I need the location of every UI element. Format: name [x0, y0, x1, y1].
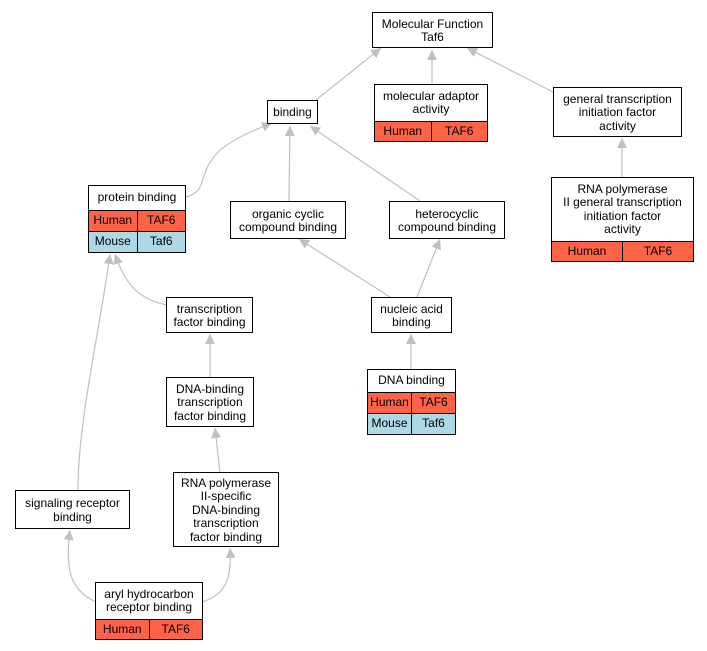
go-term-rna-pol-ii-general-transcription-initiation-factor-activity[interactable]: RNA polymerase II general transcription …: [551, 177, 694, 262]
gene-cell: Taf6: [411, 414, 455, 434]
go-term-label: binding: [273, 105, 312, 120]
go-term-heterocyclic-compound-binding[interactable]: heterocyclic compound binding: [389, 201, 505, 239]
go-term-signaling-receptor-binding[interactable]: signaling receptor binding: [15, 490, 130, 529]
annotation-row-human: Human TAF6: [552, 241, 693, 261]
edge-organic-cyclic-to-binding: [284, 125, 295, 202]
go-term-label: general transcription initiation factor …: [563, 91, 672, 133]
go-term-transcription-factor-binding[interactable]: transcription factor binding: [166, 297, 253, 333]
go-term-label: organic cyclic compound binding: [238, 206, 338, 234]
species-cell: Human: [102, 621, 142, 636]
go-term-label: signaling receptor binding: [25, 496, 120, 524]
edge-binding-to-molecular-function: [315, 47, 382, 101]
edge-nucleic-acid-to-heterocyclic: [416, 238, 441, 298]
species-cell: Human: [93, 213, 133, 228]
species-cell: Mouse: [94, 234, 131, 249]
go-term-label: protein binding: [97, 190, 177, 205]
species-cell: Human: [383, 123, 423, 138]
annotation-row-human: Human TAF6: [96, 619, 202, 639]
go-term-dna-binding-transcription-factor-binding[interactable]: DNA-binding transcription factor binding: [166, 377, 254, 427]
species-cell: Human: [567, 243, 607, 258]
gene-cell: TAF6: [430, 122, 488, 141]
go-term-label: aryl hydrocarbon receptor binding: [104, 586, 194, 614]
annotation-row-mouse: Mouse Taf6: [89, 231, 185, 252]
go-term-label: RNA polymerase II-specific DNA-binding t…: [180, 475, 272, 544]
go-term-label: DNA-binding transcription factor binding: [173, 381, 247, 423]
edge-general-tf-to-molecular-function: [466, 47, 556, 94]
go-term-label: heterocyclic compound binding: [397, 206, 497, 234]
gene-cell: TAF6: [411, 393, 455, 413]
go-term-binding[interactable]: binding: [267, 100, 318, 124]
gene-cell: TAF6: [136, 211, 186, 231]
species-cell: Mouse: [371, 416, 408, 431]
go-term-nucleic-acid-binding[interactable]: nucleic acid binding: [371, 297, 452, 333]
go-term-label: DNA binding: [378, 373, 445, 388]
gene-cell: Taf6: [136, 232, 186, 252]
go-term-molecular-function[interactable]: Molecular Function Taf6: [372, 12, 493, 48]
edge-signaling-receptor-to-protein-binding: [77, 253, 114, 491]
go-term-label: RNA polymerase II general transcription …: [563, 181, 682, 236]
edge-aryl-to-rnapol-specific: [201, 547, 236, 603]
edge-aryl-to-signaling-receptor: [63, 529, 97, 603]
edge-nucleic-acid-to-organic-cyclic: [298, 238, 391, 298]
edge-rnapol-specific-to-dna-binding-tf: [211, 427, 222, 473]
gene-cell: TAF6: [622, 242, 693, 261]
edge-tf-binding-to-protein-binding: [113, 253, 168, 306]
go-term-label: transcription factor binding: [173, 301, 246, 329]
go-term-general-transcription-initiation-factor-activity[interactable]: general transcription initiation factor …: [553, 87, 682, 137]
go-term-rna-pol-ii-specific-dna-binding-tf-binding[interactable]: RNA polymerase II-specific DNA-binding t…: [173, 472, 279, 547]
go-term-label: molecular adaptor activity: [382, 88, 480, 116]
go-term-organic-cyclic-compound-binding[interactable]: organic cyclic compound binding: [230, 201, 346, 239]
species-cell: Human: [370, 395, 409, 410]
edge-protein-binding-to-binding: [185, 122, 273, 198]
edge-heterocyclic-to-binding: [309, 125, 421, 202]
annotation-row-human: Human TAF6: [375, 121, 487, 141]
go-term-label: nucleic acid binding: [380, 301, 443, 329]
go-term-label: Molecular Function Taf6: [381, 16, 484, 44]
gene-cell: TAF6: [148, 620, 203, 639]
